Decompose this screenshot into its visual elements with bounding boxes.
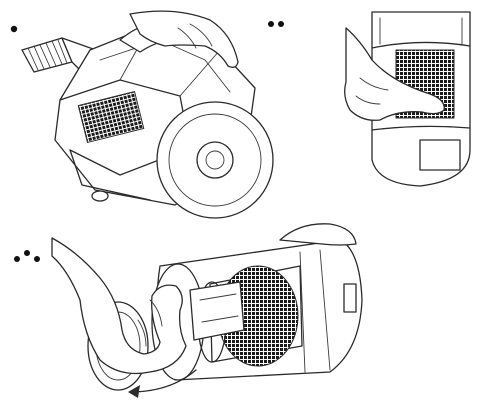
step-1-illustration bbox=[10, 10, 274, 219]
rear-wheel bbox=[156, 101, 274, 219]
step-3-marker bbox=[14, 250, 40, 262]
hand-step-3-right bbox=[279, 223, 357, 246]
front-caster bbox=[91, 190, 109, 202]
container-latch bbox=[419, 139, 461, 171]
open-container bbox=[151, 239, 363, 381]
dust-container-grille bbox=[77, 90, 145, 144]
side-clip bbox=[343, 283, 357, 313]
step-1-marker bbox=[10, 25, 18, 33]
vacuum-cleaner bbox=[21, 10, 274, 219]
filter-pull-tab bbox=[189, 281, 245, 341]
rotate-arrow-icon bbox=[128, 369, 197, 398]
step-2-illustration bbox=[268, 11, 471, 187]
hand-step-1 bbox=[129, 10, 239, 68]
step-2-marker bbox=[268, 21, 284, 27]
step-3-illustration bbox=[14, 223, 363, 398]
hand-step-2 bbox=[344, 27, 445, 121]
hand-step-3-left bbox=[51, 237, 187, 375]
